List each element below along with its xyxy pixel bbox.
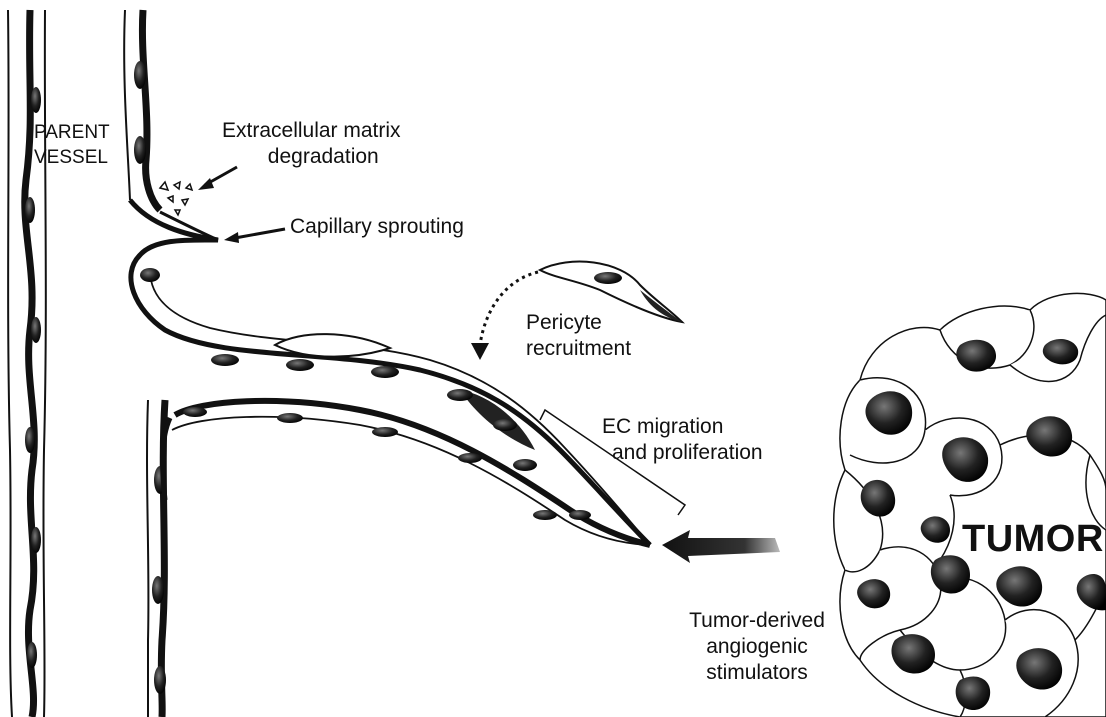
ec-migration-label-line1: EC migration (602, 414, 763, 440)
ecm-degradation-label-line2: degradation (222, 144, 401, 170)
capillary-sprouting-arrow (224, 229, 285, 243)
stimulators-label: Tumor-derived angiogenic stimulators (672, 608, 842, 686)
pericyte-recruitment-label: Pericyte recruitment (526, 310, 631, 362)
ecm-degradation-label-line1: Extracellular matrix (222, 118, 401, 144)
stimulator-arrow (662, 530, 780, 563)
ec-migration-label-line2: and proliferation (602, 440, 763, 466)
parent-vessel-label: PARENT VESSEL (34, 120, 110, 170)
ecm-degradation-arrow (198, 167, 237, 190)
stimulators-label-line1: Tumor-derived (672, 608, 842, 634)
parent-vessel-label-line1: PARENT (34, 120, 110, 145)
pericyte-recruitment-label-line1: Pericyte (526, 310, 631, 336)
parent-vessel-wall-left (8, 10, 46, 717)
ec-migration-label: EC migration and proliferation (602, 414, 763, 466)
parent-vessel-label-line2: VESSEL (34, 145, 110, 170)
stimulators-label-line2: angiogenic (672, 634, 842, 660)
pericyte-recruitment-label-line2: recruitment (526, 336, 631, 362)
ecm-degradation-label: Extracellular matrix degradation (222, 118, 401, 170)
parent-vessel-wall-right (124, 10, 166, 717)
ecm-fragments (160, 182, 192, 215)
capillary-sprouting-label: Capillary sprouting (290, 214, 464, 240)
tumor-label: TUMOR (962, 517, 1104, 561)
stimulators-label-line3: stimulators (672, 660, 842, 686)
sprouting-capillary (130, 200, 650, 545)
